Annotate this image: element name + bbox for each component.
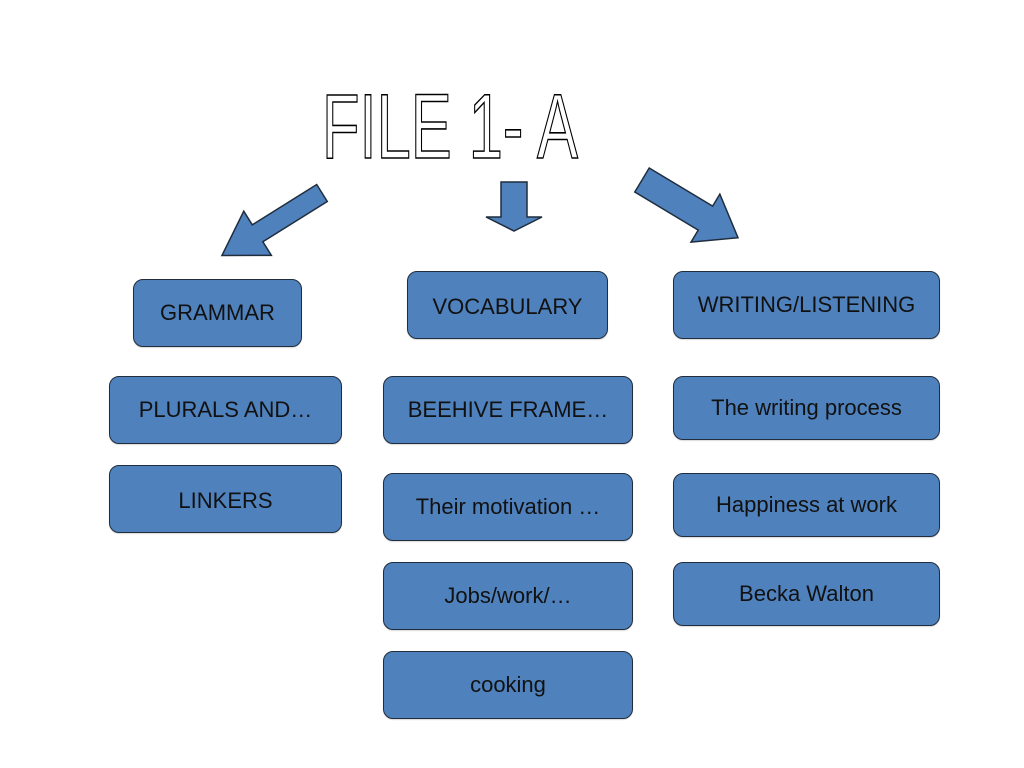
vocabulary-item-label: cooking xyxy=(470,672,546,697)
grammar-header-box: GRAMMAR xyxy=(133,279,302,347)
vocabulary-item-label: BEEHIVE FRAME… xyxy=(407,397,609,422)
writing-listening-item-label: Happiness at work xyxy=(716,492,897,517)
writing-listening-item-box: The writing process xyxy=(673,376,940,440)
diagram-title: FILE 1- A xyxy=(321,80,579,170)
vocabulary-header-box: VOCABULARY xyxy=(407,271,608,339)
writing-listening-item-label: The writing process xyxy=(711,395,902,420)
arrow-right xyxy=(633,166,740,243)
vocabulary-item-box: cooking xyxy=(383,651,633,719)
writing-listening-item-box: Happiness at work xyxy=(673,473,940,537)
writing-listening-header-box: WRITING/LISTENING xyxy=(673,271,940,339)
vocabulary-item-box: Jobs/work/… xyxy=(383,562,633,630)
writing-listening-item-box: Becka Walton xyxy=(673,562,940,626)
writing-listening-header-label: WRITING/LISTENING xyxy=(697,292,916,317)
grammar-item-label: LINKERS xyxy=(178,488,273,513)
grammar-item-box: PLURALS AND… xyxy=(109,376,342,444)
vocabulary-item-box: Their motivation … xyxy=(383,473,633,541)
vocabulary-item-label: Their motivation … xyxy=(415,494,601,519)
arrow-left xyxy=(220,183,329,257)
grammar-item-box: LINKERS xyxy=(109,465,342,533)
vocabulary-header-label: VOCABULARY xyxy=(432,294,583,319)
arrow-down xyxy=(485,181,543,232)
vocabulary-item-box: BEEHIVE FRAME… xyxy=(383,376,633,444)
diagram-title-text: FILE 1- A xyxy=(322,80,578,170)
grammar-header-label: GRAMMAR xyxy=(160,300,275,325)
grammar-item-label: PLURALS AND… xyxy=(138,397,313,422)
writing-listening-item-label: Becka Walton xyxy=(739,581,874,606)
vocabulary-item-label: Jobs/work/… xyxy=(444,583,572,608)
